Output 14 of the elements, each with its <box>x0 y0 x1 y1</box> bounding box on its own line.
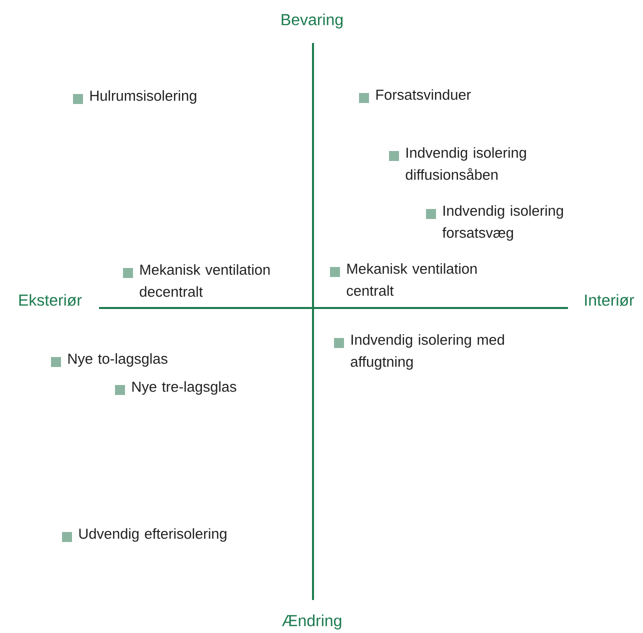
item-label: Indvendig isolering diffusionsåben <box>406 147 526 180</box>
axis-label: Interiør <box>585 294 634 306</box>
item-label: Mekanisk ventilation decentralt <box>140 264 270 297</box>
item-label: Indvendig isolering med affugtning <box>350 334 504 370</box>
item-label: Nye tre-lagsglas <box>132 381 236 395</box>
item-label: Forsatsvinduer <box>376 89 471 100</box>
item-label: Indvendig isolering forsatsvæg <box>442 205 563 241</box>
axis-label: Eksteriør <box>19 294 82 306</box>
item-label: Udvendig efterisolering <box>79 528 226 542</box>
axis-label: Ændring <box>282 614 342 630</box>
item-label: Nye to-lagsglas <box>68 353 168 367</box>
item-label: Hulrumsisolering <box>90 90 196 104</box>
item-label: Mekanisk ventilation centralt <box>346 263 477 296</box>
axis-label: Bevaring <box>282 14 343 28</box>
